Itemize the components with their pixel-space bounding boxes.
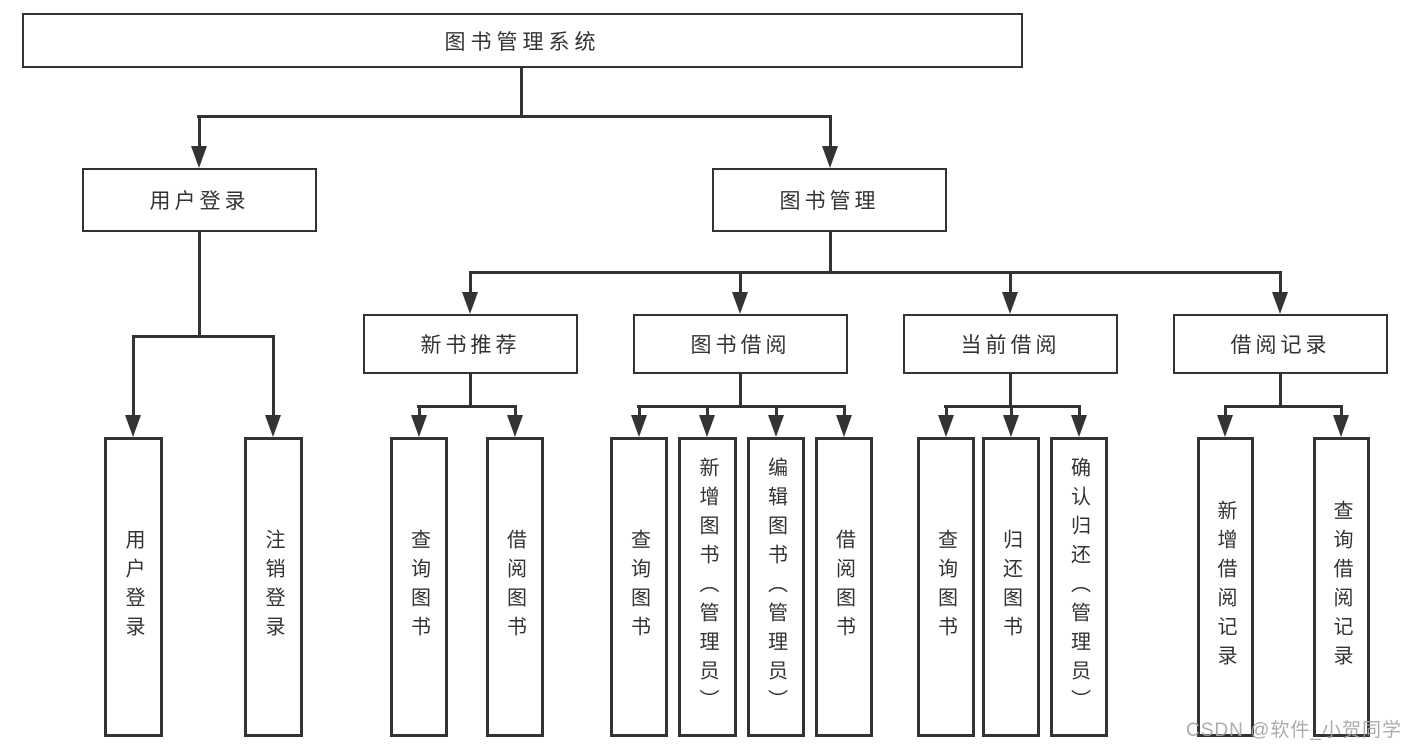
- connector-line: [829, 115, 832, 150]
- connector-line: [198, 115, 201, 150]
- connector-stem: [469, 372, 472, 408]
- connector-line: [1010, 405, 1013, 419]
- arrowhead-down-icon: [768, 415, 784, 437]
- arrowhead-down-icon: [1217, 415, 1233, 437]
- arrowhead-down-icon: [836, 415, 852, 437]
- arrowhead-down-icon: [631, 415, 647, 437]
- connector-line: [638, 405, 641, 419]
- connector-stem: [1009, 372, 1012, 408]
- leaf-add-book-admin: 新增图书（管理员）: [678, 437, 737, 737]
- watermark: CSDN @软件_小贺同学: [1186, 720, 1402, 741]
- arrowhead-down-icon: [1003, 415, 1019, 437]
- leaf-borrow-books: 借阅图书: [815, 437, 873, 737]
- leaf-user-login: 用户登录: [104, 437, 163, 737]
- arrowhead-down-icon: [699, 415, 715, 437]
- node-book-borrowing: 图书借阅: [633, 314, 848, 374]
- connector-line: [739, 271, 742, 296]
- connector-line: [775, 405, 778, 419]
- connector-login-splitter: [132, 335, 275, 338]
- arrowhead-down-icon: [265, 415, 281, 437]
- node-book-management: 图书管理: [712, 168, 947, 232]
- arrowhead-down-icon: [411, 415, 427, 437]
- connector-line: [706, 405, 709, 419]
- connector-l3-splitter: [469, 271, 1282, 274]
- connector-splitter: [1224, 405, 1342, 408]
- connector-line: [272, 335, 275, 420]
- connector-books-stem: [829, 230, 832, 274]
- node-current-borrowing: 当前借阅: [903, 314, 1118, 374]
- connector-line: [843, 405, 846, 419]
- leaf-query-books-current: 查询图书: [917, 437, 975, 737]
- leaf-return-book: 归还图书: [982, 437, 1040, 737]
- arrowhead-down-icon: [1272, 292, 1288, 314]
- connector-login-stem: [198, 230, 201, 338]
- connector-line: [132, 335, 135, 420]
- connector-l2-splitter: [197, 115, 832, 118]
- connector-splitter: [637, 405, 845, 408]
- connector-line: [469, 271, 472, 296]
- node-book-management-system: 图书管理系统: [22, 13, 1023, 68]
- leaf-confirm-return-admin: 确认归还（管理员）: [1050, 437, 1108, 737]
- connector-line: [418, 405, 421, 419]
- connector-line: [1224, 405, 1227, 419]
- arrowhead-down-icon: [822, 146, 838, 168]
- node-user-login: 用户登录: [82, 168, 317, 232]
- connector-line: [1279, 271, 1282, 296]
- connector-root-stem: [520, 66, 523, 118]
- leaf-query-borrow-record: 查询借阅记录: [1313, 437, 1370, 737]
- arrowhead-down-icon: [507, 415, 523, 437]
- leaf-logout: 注销登录: [244, 437, 303, 737]
- connector-line: [1078, 405, 1081, 419]
- connector-line: [945, 405, 948, 419]
- connector-line: [1009, 271, 1012, 296]
- arrowhead-down-icon: [732, 292, 748, 314]
- arrowhead-down-icon: [1002, 292, 1018, 314]
- connector-stem: [1279, 372, 1282, 408]
- connector-line: [1340, 405, 1343, 419]
- leaf-add-borrow-record: 新增借阅记录: [1197, 437, 1254, 737]
- node-borrowing-records: 借阅记录: [1173, 314, 1388, 374]
- arrowhead-down-icon: [1333, 415, 1349, 437]
- connector-stem: [739, 372, 742, 408]
- node-new-book-recommend: 新书推荐: [363, 314, 578, 374]
- connector-line: [514, 405, 517, 419]
- arrowhead-down-icon: [1071, 415, 1087, 437]
- arrowhead-down-icon: [125, 415, 141, 437]
- arrowhead-down-icon: [938, 415, 954, 437]
- connector-splitter: [417, 405, 517, 408]
- leaf-query-books-newbook: 查询图书: [390, 437, 448, 737]
- leaf-query-books-borrow: 查询图书: [610, 437, 668, 737]
- leaf-edit-book-admin: 编辑图书（管理员）: [747, 437, 805, 737]
- leaf-borrow-books-newbook: 借阅图书: [486, 437, 544, 737]
- arrowhead-down-icon: [191, 146, 207, 168]
- arrowhead-down-icon: [462, 292, 478, 314]
